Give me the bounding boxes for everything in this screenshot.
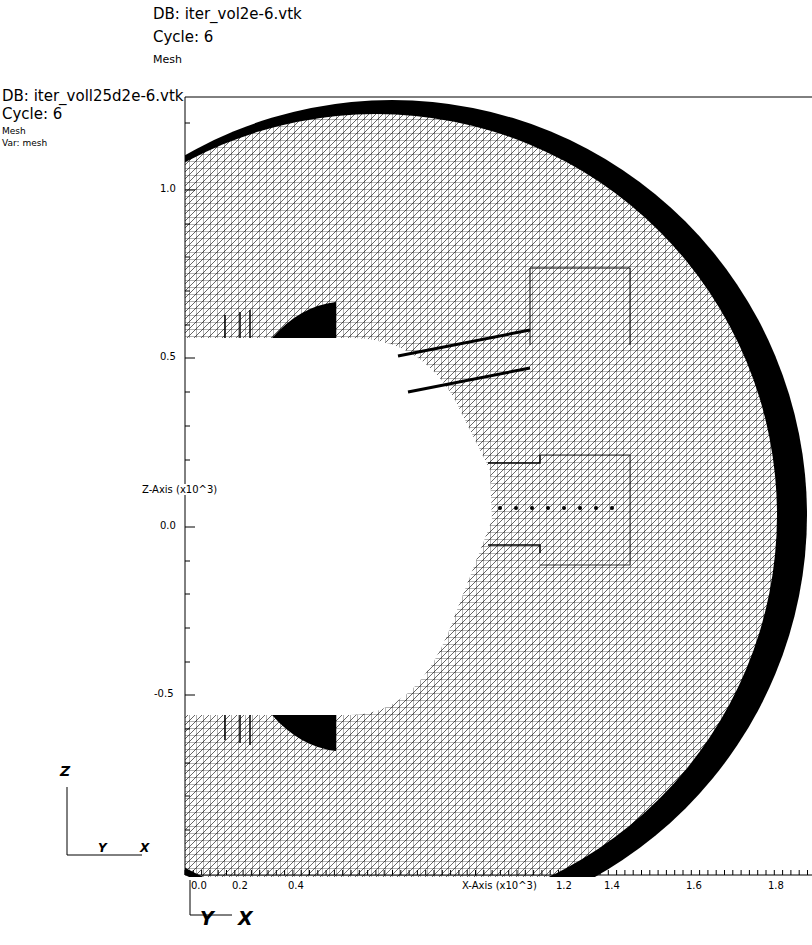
triad-label: X [140,842,149,855]
plot-type: Mesh [2,127,26,137]
plot-type: Mesh [153,54,182,66]
tick-label: 0.4 [288,880,304,891]
tick-label: 1.8 [768,880,784,891]
tick-label: -0.5 [154,688,174,699]
variable-label: Var: mesh [2,139,47,149]
tick-label: 0.0 [191,880,207,891]
tick-label: 1.0 [160,183,176,194]
triad-label: X [238,908,253,929]
marker-row [498,506,614,510]
database-title: DB: iter_vol2e-6.vtk [153,6,302,23]
mesh-illustration [185,100,807,877]
axis-triad [67,787,232,915]
triad-label: Z [60,764,70,779]
tick-label: 1.6 [686,880,702,891]
cycle-label: Cycle: 6 [153,29,213,46]
tick-label: 0.0 [160,520,176,531]
axes [185,97,812,875]
axis-title: Z-Axis (x10^3) [140,484,219,495]
tick-label: 0.2 [232,880,248,891]
coil-crescent [272,302,336,338]
tick-label: 1.4 [604,880,620,891]
database-title: DB: iter_voll25d2e-6.vtk [2,88,184,105]
tick-label: 0.5 [160,351,176,362]
port-features [225,268,630,745]
cycle-label: Cycle: 6 [2,106,62,123]
tick-label: 1.2 [556,880,572,891]
axis-title: X-Axis (x10^3) [462,880,537,891]
coil-crescent [272,715,336,751]
triad-label: Y [200,908,214,929]
inner-hole [185,338,492,715]
triad-label: Y [98,842,107,855]
